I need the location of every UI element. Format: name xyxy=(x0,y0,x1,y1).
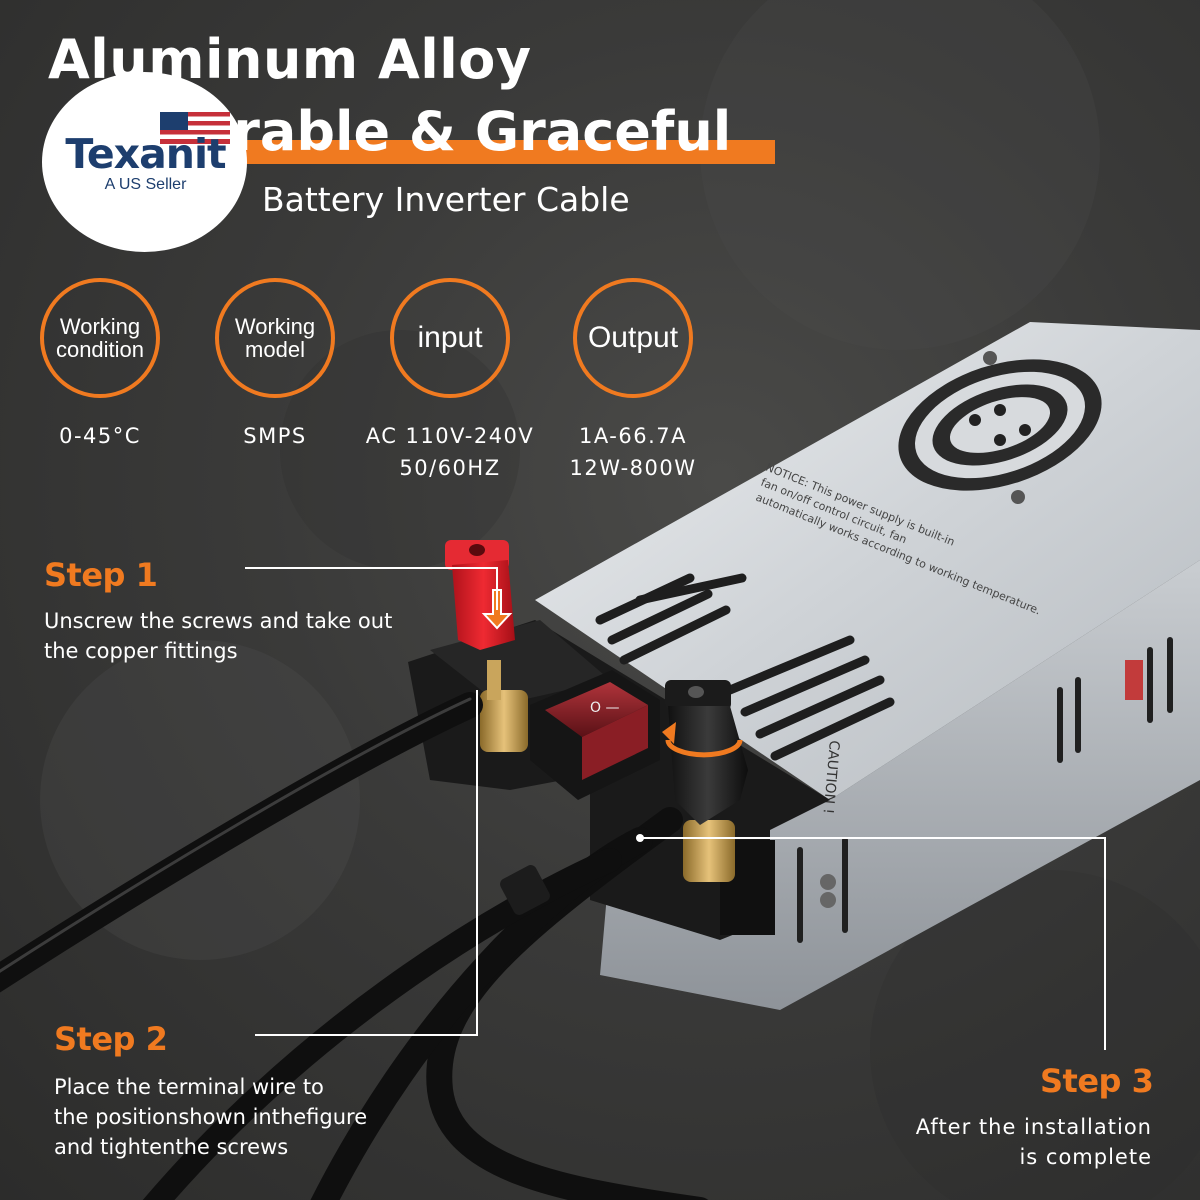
red-terminal-cap-icon xyxy=(445,540,515,650)
spec-label: Output xyxy=(573,278,693,398)
voltage-selector xyxy=(1125,660,1143,700)
headline-line2-wrap: Durable & Graceful xyxy=(150,100,775,164)
spec-input: input AC 110V-240V 50/60HZ xyxy=(350,278,550,484)
step-2-text: Place the terminal wire to the positions… xyxy=(54,1075,368,1159)
headline-underline xyxy=(220,140,775,164)
background-texture xyxy=(40,0,1200,1200)
caution-label: CAUTION ! xyxy=(820,740,842,815)
step-3-text: After the installation is complete xyxy=(915,1115,1152,1169)
spec-label: Working condition xyxy=(40,278,160,398)
battery-cables xyxy=(0,692,709,1200)
copper-fitting-right xyxy=(683,820,735,882)
headline-subtitle: Battery Inverter Cable xyxy=(262,180,630,219)
spec-value: 0-45°C xyxy=(59,424,141,448)
spec-label: Working model xyxy=(215,278,335,398)
vent-slots xyxy=(595,573,895,761)
us-flag-icon xyxy=(160,112,230,144)
spec-value: AC 110V-240V 50/60HZ xyxy=(365,424,535,480)
spec-label: input xyxy=(390,278,510,398)
step-2-title: Step 2 xyxy=(54,1020,168,1058)
seller-logo: Texanit A US Seller xyxy=(42,72,247,252)
logo-tagline: A US Seller xyxy=(104,176,187,193)
spec-working-model: Working model SMPS xyxy=(175,278,375,452)
spec-output: Output 1A-66.7A 12W-800W xyxy=(533,278,733,484)
step-1-text: Unscrew the screws and take out the copp… xyxy=(44,609,393,663)
fan-grille-icon xyxy=(898,351,1102,504)
step-1-title: Step 1 xyxy=(44,556,158,594)
callout-lines xyxy=(245,567,1106,1050)
svg-text:O —: O — xyxy=(590,700,619,716)
spec-value: SMPS xyxy=(243,424,307,448)
spec-value: 1A-66.7A 12W-800W xyxy=(569,424,697,480)
power-switch[interactable]: O — xyxy=(530,670,660,800)
step-3-title: Step 3 xyxy=(1040,1062,1154,1100)
black-terminal-cap-icon xyxy=(662,680,748,825)
logo-name: Texanit xyxy=(65,130,226,178)
headline-line2: Durable & Graceful xyxy=(150,100,732,163)
side-vents xyxy=(797,637,1173,943)
spec-working-condition: Working condition 0-45°C xyxy=(0,278,200,452)
copper-fitting-left xyxy=(480,690,528,752)
